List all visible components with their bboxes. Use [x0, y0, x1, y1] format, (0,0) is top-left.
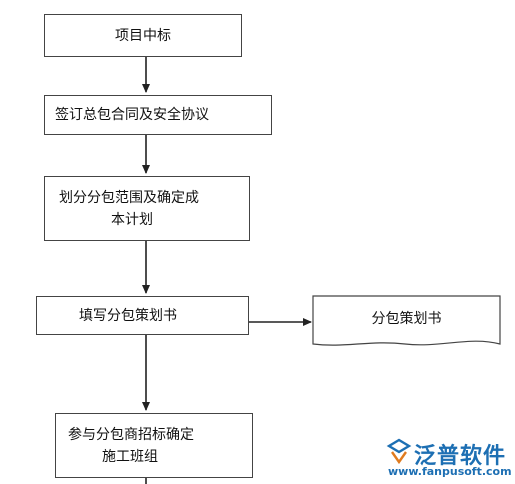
step-tender-subcontract-line1: 参与分包商招标确定	[68, 426, 194, 443]
step-project-award-label: 项目中标	[115, 27, 171, 44]
step-sign-contract: 签订总包合同及安全协议	[44, 95, 272, 135]
step-divide-scope: 划分分包范围及确定成 本计划	[44, 176, 250, 241]
step-sign-contract-label: 签订总包合同及安全协议	[55, 107, 209, 123]
fanpu-logo-icon	[386, 438, 412, 464]
fanpu-brand-text: 泛普软件	[414, 444, 507, 469]
step-divide-scope-line2: 本计划	[111, 211, 153, 228]
document-plan-label-wrap: 分包策划书	[313, 296, 500, 340]
step-tender-subcontract: 参与分包商招标确定 施工班组	[55, 413, 253, 478]
step-tender-subcontract-line2: 施工班组	[102, 448, 158, 465]
document-shape	[312, 295, 501, 346]
fanpu-watermark: 泛普软件 www.fanpusoft.com	[384, 438, 512, 484]
step-fill-plan: 填写分包策划书	[36, 296, 249, 335]
step-project-award: 项目中标	[44, 14, 242, 57]
document-plan-label: 分包策划书	[371, 311, 442, 327]
fanpu-url-text: www.fanpusoft.com	[388, 465, 512, 478]
step-fill-plan-label: 填写分包策划书	[79, 307, 177, 324]
step-divide-scope-line1: 划分分包范围及确定成	[59, 189, 199, 206]
